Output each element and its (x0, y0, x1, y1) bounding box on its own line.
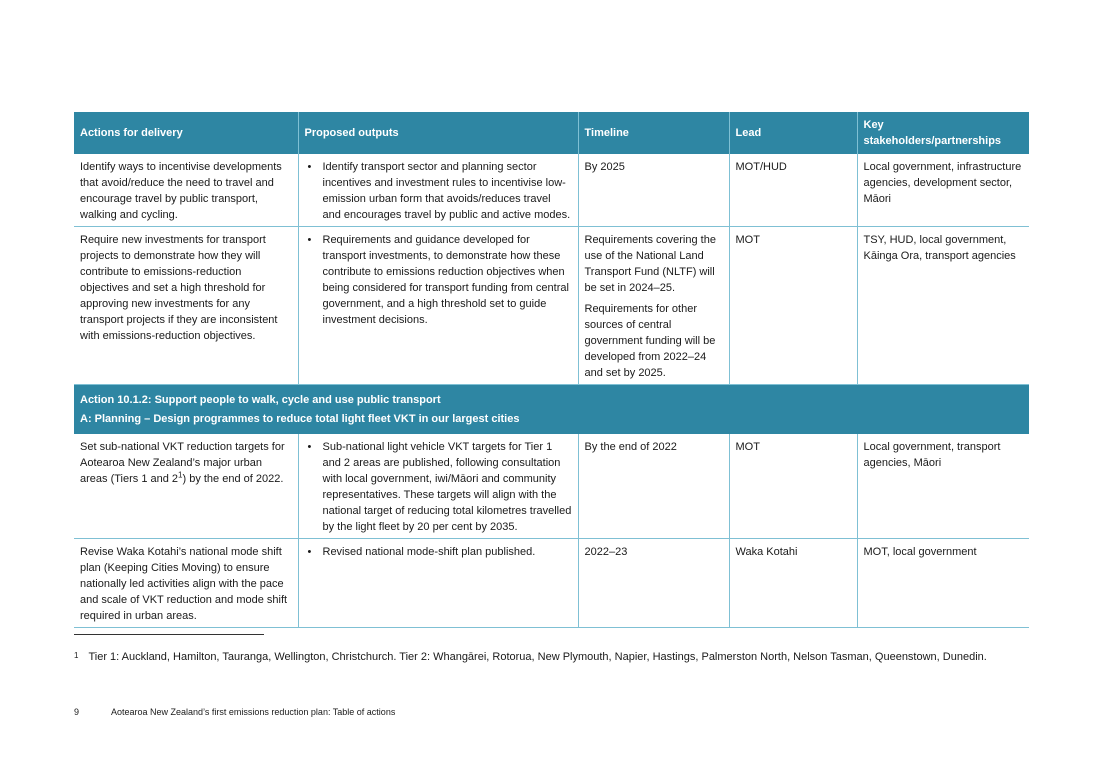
table-row: Revise Waka Kotahi’s national mode shift… (74, 538, 1029, 628)
timeline-text: 2022–23 (584, 546, 628, 558)
document-title: Aotearoa New Zealand’s first emissions r… (111, 707, 396, 717)
header-timeline: Timeline (577, 112, 729, 154)
timeline-text: Requirements covering the use of the Nat… (584, 234, 716, 294)
timeline-text: Requirements for other sources of centra… (584, 303, 716, 379)
footnote-marker: 1 (74, 651, 79, 660)
stakeholders-cell: TSY, HUD, local government, Kāinga Ora, … (856, 226, 1029, 385)
outputs-list: Identify transport sector and planning s… (305, 159, 572, 223)
outputs-cell: Revised national mode-shift plan publish… (297, 538, 578, 628)
header-actions-for-delivery: Actions for delivery (74, 112, 298, 154)
section-header-cell: Action 10.1.2: Support people to walk, c… (74, 384, 1029, 434)
timeline-text: By 2025 (584, 161, 625, 173)
stakeholders-cell: Local government, transport agencies, Mā… (856, 434, 1029, 539)
action-cell: Set sub-national VKT reduction targets f… (74, 434, 298, 539)
table-row: Identify ways to incentivise development… (74, 154, 1029, 227)
section-action-title: Action 10.1.2: Support people to walk, c… (80, 394, 441, 406)
action-text: Set sub-national VKT reduction targets f… (80, 441, 285, 485)
section-sub-title: A: Planning – Design programmes to reduc… (80, 413, 520, 425)
output-item: Requirements and guidance developed for … (308, 232, 572, 328)
section-header-row: Action 10.1.2: Support people to walk, c… (74, 384, 1029, 434)
timeline-text: By the end of 2022 (584, 441, 677, 453)
stakeholders-cell: MOT, local government (856, 538, 1029, 628)
outputs-cell: Sub-national light vehicle VKT targets f… (297, 434, 578, 539)
output-item: Revised national mode-shift plan publish… (308, 544, 572, 560)
lead-cell: Waka Kotahi (728, 538, 857, 628)
action-cell: Require new investments for transport pr… (74, 226, 298, 385)
table-row: Set sub-national VKT reduction targets f… (74, 434, 1029, 539)
lead-cell: MOT (728, 226, 857, 385)
header-proposed-outputs: Proposed outputs (297, 112, 578, 154)
actions-table: Actions for delivery Proposed outputs Ti… (74, 112, 1029, 628)
footnote: 1 Tier 1: Auckland, Hamilton, Tauranga, W… (74, 651, 987, 663)
output-item: Identify transport sector and planning s… (308, 159, 572, 223)
page-footer: 9 Aotearoa New Zealand’s first emissions … (74, 707, 395, 717)
footnote-reference: 1 (178, 470, 183, 480)
output-item: Sub-national light vehicle VKT targets f… (308, 439, 572, 535)
table-row: Require new investments for transport pr… (74, 226, 1029, 385)
stakeholders-cell: Local government, infrastructure agencie… (856, 154, 1029, 227)
action-text-end: ) by the end of 2022. (182, 473, 284, 485)
page-number: 9 (74, 707, 80, 717)
timeline-cell: Requirements covering the use of the Nat… (577, 226, 729, 385)
action-cell: Revise Waka Kotahi’s national mode shift… (74, 538, 298, 628)
timeline-cell: 2022–23 (577, 538, 729, 628)
table-header-row: Actions for delivery Proposed outputs Ti… (74, 112, 1029, 154)
outputs-cell: Identify transport sector and planning s… (297, 154, 578, 227)
footnote-text: Tier 1: Auckland, Hamilton, Tauranga, We… (88, 651, 987, 663)
timeline-cell: By 2025 (577, 154, 729, 227)
header-key-stakeholders: Key stakeholders/partnerships (856, 112, 1029, 154)
action-cell: Identify ways to incentivise development… (74, 154, 298, 227)
outputs-list: Requirements and guidance developed for … (305, 232, 572, 328)
outputs-list: Sub-national light vehicle VKT targets f… (305, 439, 572, 535)
lead-cell: MOT/HUD (728, 154, 857, 227)
footnote-divider (74, 634, 264, 635)
lead-cell: MOT (728, 434, 857, 539)
outputs-cell: Requirements and guidance developed for … (297, 226, 578, 385)
timeline-cell: By the end of 2022 (577, 434, 729, 539)
outputs-list: Revised national mode-shift plan publish… (305, 544, 572, 560)
header-lead: Lead (728, 112, 857, 154)
